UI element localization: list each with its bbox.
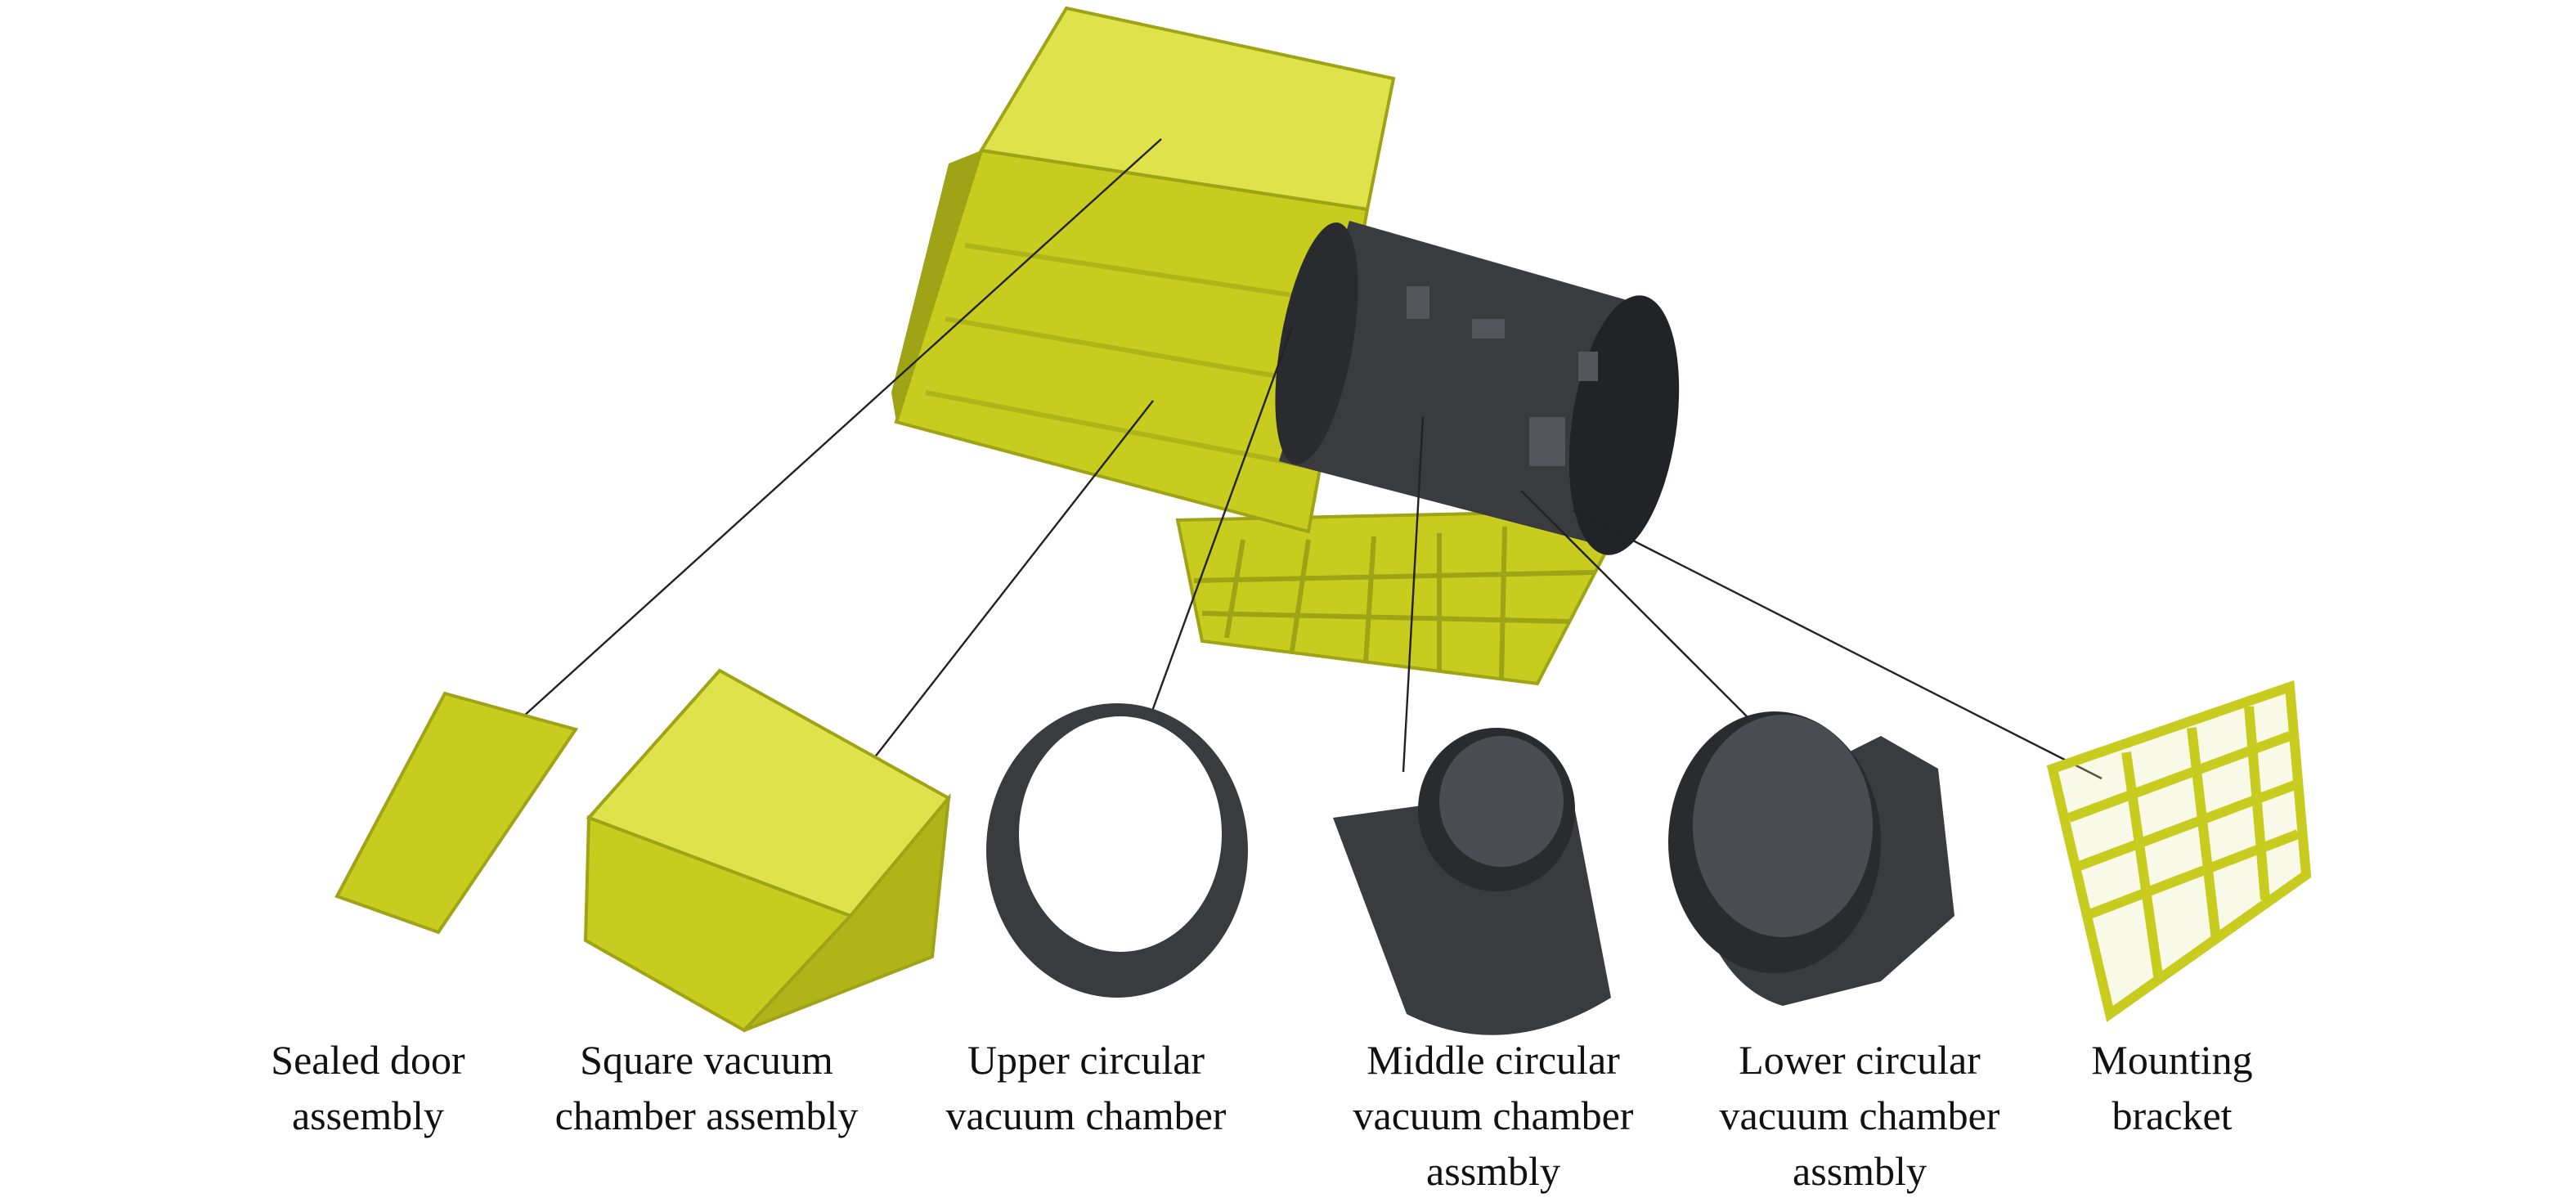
lower-chamber-part [1668, 711, 1954, 1006]
mounting-bracket-part [2046, 680, 2312, 1023]
cylinder-front-rim [1275, 222, 1358, 464]
leader-lines [523, 138, 2103, 789]
label-upper-circular: Upper circular vacuum chamber [946, 1032, 1227, 1143]
square-chamber-part [583, 668, 952, 1033]
label-line: chamber assembly [554, 1093, 859, 1138]
label-mounting-bracket: Mounting bracket [2091, 1032, 2252, 1143]
cylinder-bosses [1407, 286, 1598, 466]
label-sealed-door: Sealed door assembly [271, 1032, 464, 1143]
label-line: bracket [2112, 1093, 2233, 1138]
label-square-chamber: Square vacuum chamber assembly [555, 1032, 859, 1143]
label-line: Upper circular [967, 1037, 1205, 1083]
sealed-door-part [334, 691, 579, 935]
assembled-chamber [891, 6, 1680, 686]
label-line: Lower circular [1739, 1037, 1981, 1083]
label-line: assembly [291, 1093, 445, 1138]
label-line: Mounting [2091, 1037, 2253, 1083]
upper-ring-part [986, 703, 1248, 998]
label-line: Sealed door [271, 1037, 465, 1083]
box-ribs [925, 243, 1342, 469]
middle-chamber-part [1333, 728, 1611, 1035]
label-line: Square vacuum [580, 1037, 833, 1083]
label-line: Middle circular [1367, 1037, 1620, 1083]
label-lower-circular: Lower circular vacuum chamber assmbly [1720, 1032, 2000, 1198]
square-box-side [891, 150, 981, 422]
label-line: vacuum chamber [1353, 1093, 1634, 1138]
label-line: assmbly [1426, 1148, 1560, 1194]
base-cradle [1175, 508, 1631, 686]
label-line: assmbly [1793, 1148, 1927, 1194]
label-line: vacuum chamber [1719, 1093, 2000, 1138]
label-middle-circular: Middle circular vacuum chamber assmbly [1353, 1032, 1634, 1198]
label-line: vacuum chamber [945, 1093, 1227, 1138]
cradle-grid [1193, 526, 1595, 680]
